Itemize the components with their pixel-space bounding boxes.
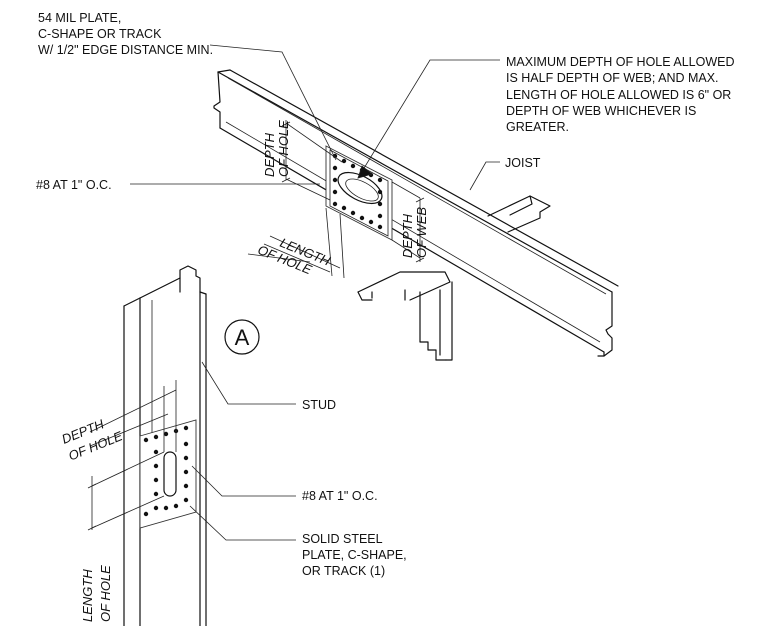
detail-marker-label: A [235, 325, 250, 350]
stud-label: STUD [302, 398, 336, 412]
detail-marker-circle [224, 319, 260, 355]
joist-label: JOIST [505, 156, 541, 170]
stud-assembly [87, 265, 296, 626]
joist-dimension-lines [247, 120, 425, 279]
joist-depth-of-web-label: DEPTH OF WEB [400, 207, 429, 258]
dim-line: DEPTH [262, 132, 277, 177]
note-line: 54 MIL PLATE, [38, 11, 121, 25]
dim-line: DEPTH [400, 213, 415, 258]
joist-hole [337, 171, 383, 205]
joist-plate-note: 54 MIL PLATE, C-SHAPE OR TRACK W/ 1/2" E… [38, 11, 213, 57]
dim-line: LENGTH [80, 569, 95, 622]
stud-dimension-lines [87, 380, 177, 531]
stud-screws-label: #8 AT 1" O.C. [302, 489, 378, 503]
joist-assembly [130, 44, 619, 361]
stud-screws [143, 425, 189, 517]
note-line: SOLID STEEL [302, 532, 383, 546]
support-post [419, 281, 453, 361]
note-line: GREATER. [506, 120, 569, 134]
joist-length-of-hole-label: LENGTH OF HOLE [256, 235, 333, 277]
note-line: W/ 1/2" EDGE DISTANCE MIN. [38, 43, 213, 57]
joist-web [213, 69, 619, 357]
stud-depth-of-hole-label: DEPTH OF HOLE [60, 416, 125, 463]
joist-leaders [130, 44, 500, 191]
dim-line: OF WEB [414, 207, 429, 258]
stud-plate-note: SOLID STEEL PLATE, C-SHAPE, OR TRACK (1) [302, 532, 407, 578]
joist-screws-label: #8 AT 1" O.C. [36, 178, 112, 192]
stud-length-of-hole-label: LENGTH OF HOLE [80, 565, 113, 622]
support-beam [357, 195, 551, 301]
joist-depth-of-hole-label: DEPTH OF HOLE [262, 120, 291, 177]
note-line: IS HALF DEPTH OF WEB; AND MAX. [506, 71, 719, 85]
note-line: LENGTH OF HOLE ALLOWED IS 6" OR [506, 88, 731, 102]
stud-leaders [189, 361, 296, 541]
dim-line: OF HOLE [276, 120, 291, 177]
hole-limit-note: MAXIMUM DEPTH OF HOLE ALLOWED IS HALF DE… [506, 55, 735, 134]
note-line: MAXIMUM DEPTH OF HOLE ALLOWED [506, 55, 735, 69]
note-line: C-SHAPE OR TRACK [38, 27, 162, 41]
note-line: OR TRACK (1) [302, 564, 385, 578]
note-line: DEPTH OF WEB WHICHEVER IS [506, 104, 696, 118]
stud-plate [139, 419, 197, 529]
dim-line: OF HOLE [98, 565, 113, 622]
stud-hole [163, 451, 177, 497]
note-line: PLATE, C-SHAPE, [302, 548, 407, 562]
